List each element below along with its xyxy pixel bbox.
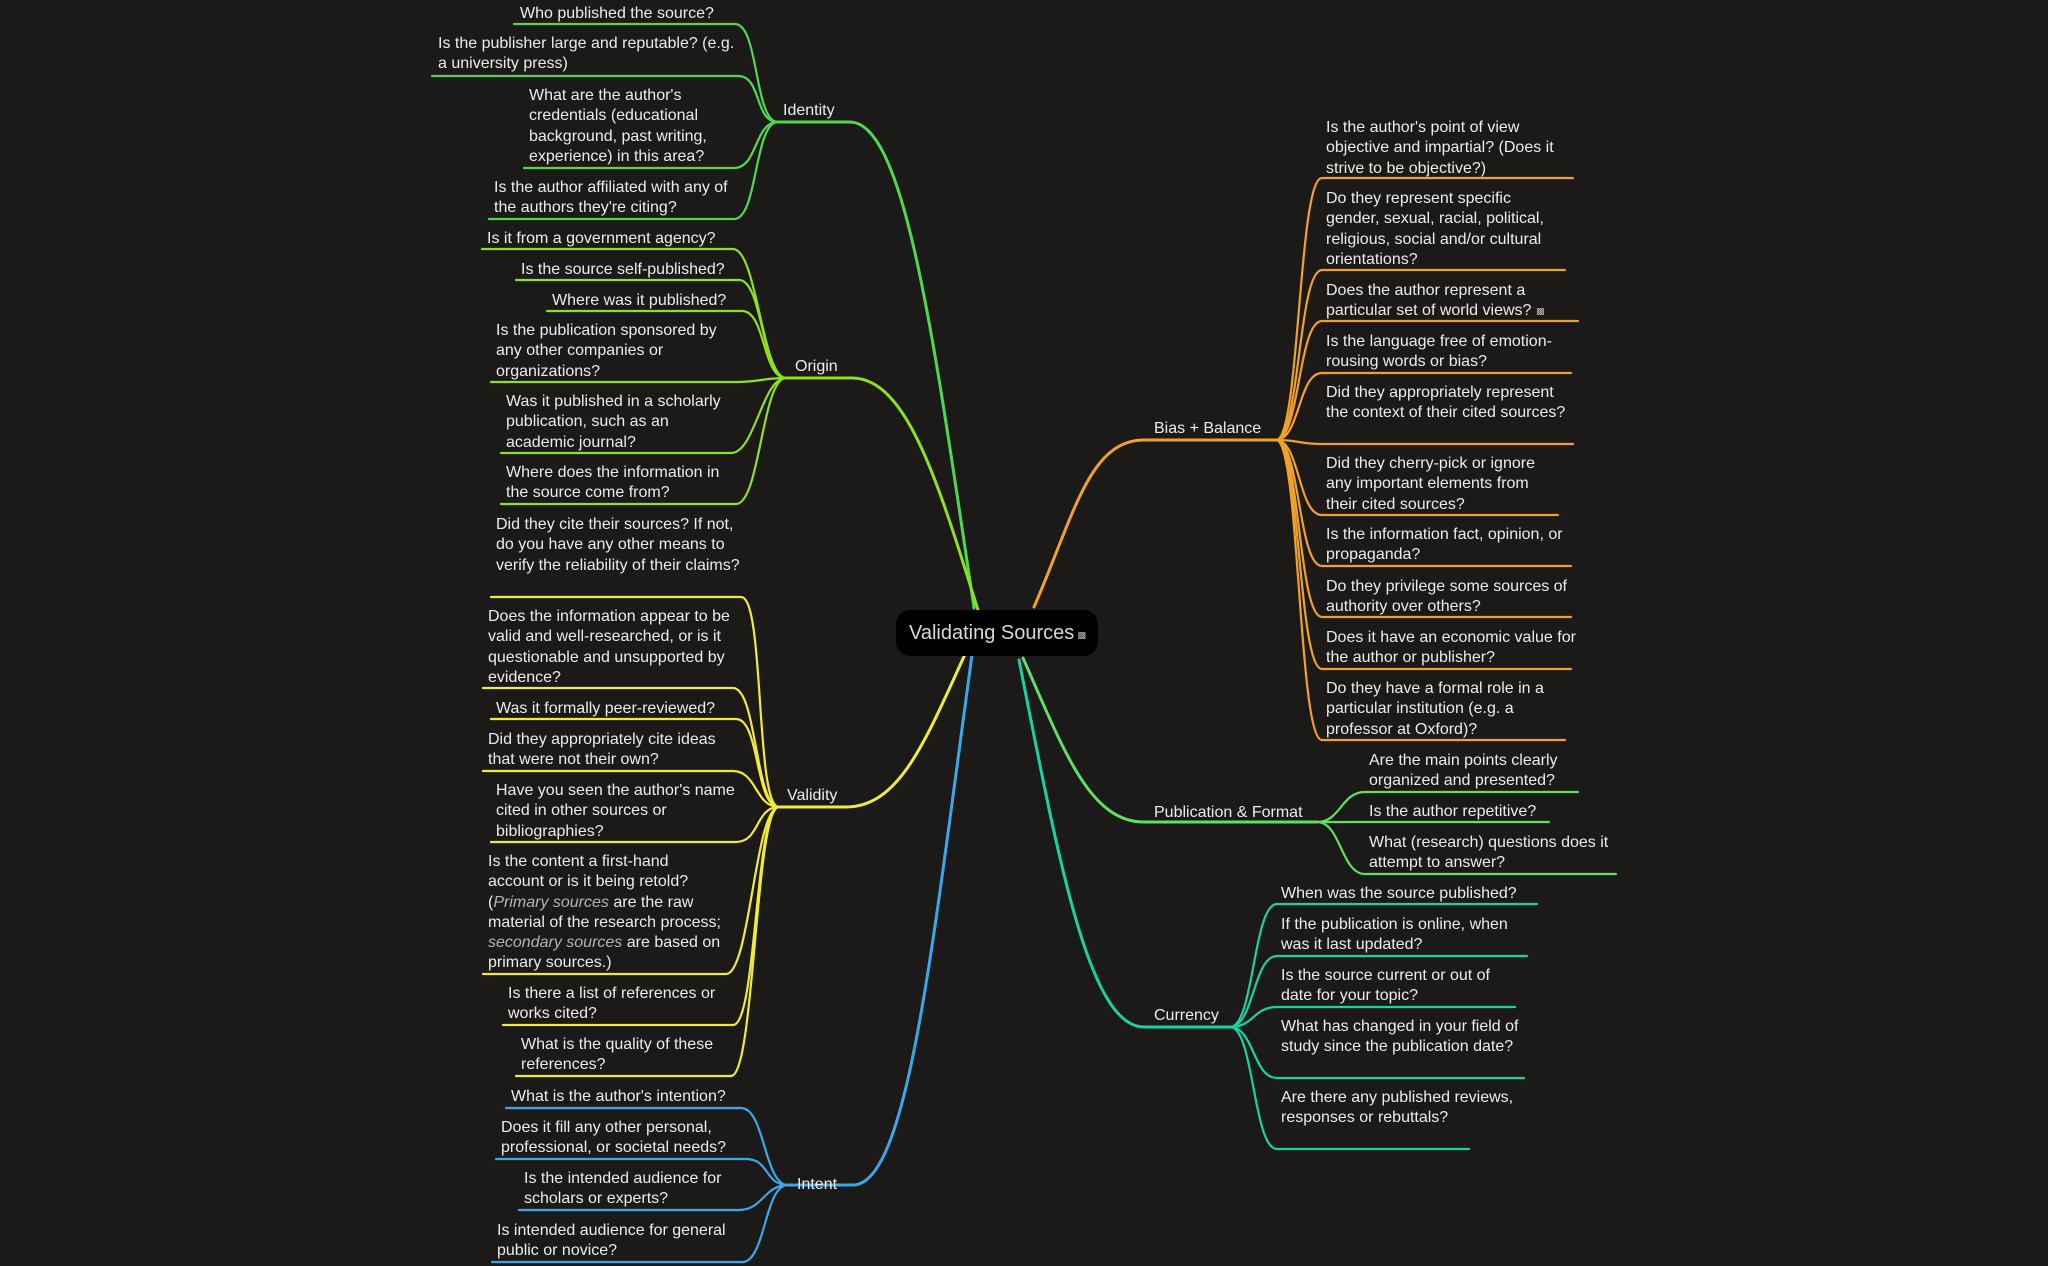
leaf-connector-origin-4 — [499, 376, 788, 455]
leaf-bias-8[interactable]: Does it have an economic value for the a… — [1326, 629, 1576, 667]
leaf-bias-1[interactable]: Do they represent specific gender, sexua… — [1326, 190, 1544, 268]
leaf-connector-bias-1 — [1274, 268, 1567, 442]
leaf-connector-currency-4 — [1228, 1025, 1471, 1151]
leaf-intent-1[interactable]: Does it fill any other personal, profess… — [501, 1119, 727, 1157]
leaf-bias-9[interactable]: Do they have a formal role in a particul… — [1326, 680, 1544, 738]
leaf-connector-identity-0 — [512, 22, 780, 124]
leaf-validity-2[interactable]: Was it formally peer-reviewed? — [496, 700, 716, 717]
leaf-connector-identity-3 — [487, 120, 780, 221]
leaf-bias-2[interactable]: Does the author represent a particular s… — [1326, 282, 1532, 320]
branch-intent-label[interactable]: Intent — [797, 1176, 838, 1193]
leaf-validity-1[interactable]: Does the information appear to be valid … — [488, 608, 730, 686]
leaf-bias-4[interactable]: Did they appropriately represent the con… — [1326, 384, 1566, 422]
branch-connector-identity — [776, 120, 976, 610]
leaf-connector-currency-3 — [1228, 1025, 1526, 1080]
leaf-origin-5[interactable]: Where does the information in the source… — [506, 464, 720, 502]
branch-origin-label[interactable]: Origin — [795, 358, 838, 375]
leaf-identity-1[interactable]: Is the publisher large and reputable? (e… — [438, 35, 735, 73]
leaf-bias-6[interactable]: Is the information fact, opinion, or pro… — [1326, 526, 1563, 564]
leaf-publication-1[interactable]: Is the author repetitive? — [1369, 803, 1537, 820]
leaf-bias-7[interactable]: Do they privilege some sources of author… — [1326, 578, 1567, 616]
leaf-validity-5-em1: Primary sources — [493, 893, 609, 911]
root-label: Validating Sources — [909, 621, 1075, 644]
leaf-origin-4[interactable]: Was it published in a scholarly publicat… — [506, 393, 721, 451]
leaf-validity-4[interactable]: Have you seen the author's name cited in… — [496, 782, 735, 840]
branch-currency-label[interactable]: Currency — [1154, 1007, 1219, 1024]
leaf-connector-origin-1 — [514, 278, 788, 380]
branch-bias-label[interactable]: Bias + Balance — [1154, 420, 1262, 437]
leaf-connector-origin-5 — [499, 376, 788, 506]
leaf-connector-bias-4 — [1274, 438, 1575, 446]
branch-identity-label[interactable]: Identity — [783, 102, 835, 119]
leaf-currency-2[interactable]: Is the source current or out of date for… — [1281, 967, 1490, 1005]
leaf-origin-1[interactable]: Is the source self-published? — [521, 261, 725, 278]
branch-connector-intent — [786, 653, 974, 1187]
branch-validity-label[interactable]: Validity — [787, 787, 838, 804]
leaf-identity-3[interactable]: Is the author affiliated with any of the… — [494, 179, 728, 217]
branch-connector-bias — [1032, 438, 1278, 609]
leaf-connector-validity-4 — [489, 805, 781, 844]
leaf-validity-5-mid: are the raw material of the research pro… — [488, 893, 721, 931]
leaf-connector-currency-1 — [1228, 954, 1529, 1029]
note-icon[interactable]: ▩ — [1077, 630, 1086, 640]
leaf-connector-bias-5 — [1274, 438, 1560, 517]
leaf-connector-intent-0 — [504, 1106, 790, 1187]
leaf-validity-7[interactable]: What is the quality of these references? — [521, 1036, 714, 1074]
leaf-validity-0[interactable]: Did they cite their sources? If not, do … — [496, 516, 740, 574]
leaf-validity-5-em2: secondary sources — [488, 934, 623, 952]
leaf-connector-validity-5 — [481, 805, 781, 976]
leaf-connector-origin-2 — [545, 309, 788, 380]
branch-connector-validity — [777, 648, 969, 809]
leaf-origin-0[interactable]: Is it from a government agency? — [487, 230, 716, 247]
leaf-connector-bias-2 — [1274, 319, 1580, 442]
leaf-connector-validity-7 — [514, 805, 781, 1078]
branch-connector-currency — [1017, 658, 1232, 1029]
leaf-currency-0[interactable]: When was the source published? — [1281, 885, 1517, 902]
leaf-connector-bias-0 — [1274, 176, 1575, 442]
leaf-validity-5-end: are based on primary sources.) — [488, 934, 721, 972]
leaf-publication-2[interactable]: What (research) questions does it attemp… — [1369, 834, 1609, 872]
leaf-connector-validity-0 — [489, 595, 781, 809]
leaf-connector-bias-3 — [1274, 371, 1573, 442]
leaf-connector-intent-3 — [490, 1183, 790, 1264]
root-node[interactable]: Validating Sources ▩ — [896, 610, 1098, 656]
leaf-connector-validity-2 — [489, 717, 781, 809]
leaf-currency-4[interactable]: Are there any published reviews, respons… — [1281, 1089, 1514, 1127]
leaf-connector-origin-3 — [489, 376, 788, 384]
leaf-connector-currency-0 — [1228, 902, 1539, 1029]
leaf-validity-5[interactable]: Is the content a first-hand account or i… — [488, 852, 726, 974]
leaf-intent-0[interactable]: What is the author's intention? — [511, 1088, 726, 1105]
leaf-intent-2[interactable]: Is the intended audience for scholars or… — [524, 1170, 722, 1208]
leaf-connector-intent-1 — [494, 1157, 790, 1187]
leaf-publication-0[interactable]: Are the main points clearly organized an… — [1369, 752, 1558, 790]
leaf-connector-intent-2 — [517, 1183, 790, 1212]
leaf-intent-3[interactable]: Is intended audience for general public … — [497, 1222, 726, 1260]
leaf-origin-2[interactable]: Where was it published? — [552, 292, 727, 309]
leaf-origin-3[interactable]: Is the publication sponsored by any othe… — [496, 322, 717, 380]
branch-connector-origin — [784, 376, 980, 612]
leaf-currency-1[interactable]: If the publication is online, when was i… — [1281, 916, 1508, 954]
leaf-validity-3[interactable]: Did they appropriately cite ideas that w… — [488, 731, 716, 769]
leaf-connector-currency-2 — [1228, 1005, 1517, 1029]
leaf-identity-0[interactable]: Who published the source? — [520, 5, 714, 22]
leaf-connector-publication-2 — [1315, 820, 1618, 876]
note-icon[interactable]: ▩ — [1536, 306, 1545, 316]
leaf-validity-6[interactable]: Is there a list of references or works c… — [508, 985, 716, 1023]
leaf-connector-identity-1 — [430, 74, 780, 124]
leaf-bias-3[interactable]: Is the language free of emotion-rousing … — [1326, 333, 1552, 371]
leaf-identity-2[interactable]: What are the author's credentials (educa… — [529, 87, 707, 165]
branch-publication-label[interactable]: Publication & Format — [1154, 804, 1303, 821]
leaf-validity-5-intro: Is the content a first-hand account or i… — [488, 853, 689, 911]
branch-connector-publication — [1021, 656, 1319, 824]
leaf-connector-bias-9 — [1274, 438, 1567, 742]
leaf-bias-0[interactable]: Is the author's point of view objective … — [1326, 119, 1554, 177]
leaf-currency-3[interactable]: What has changed in your field of study … — [1281, 1018, 1519, 1056]
leaf-connector-validity-3 — [481, 769, 781, 809]
leaf-bias-5[interactable]: Did they cherry-pick or ignore any impor… — [1326, 455, 1535, 513]
leaf-connector-identity-2 — [522, 120, 780, 170]
